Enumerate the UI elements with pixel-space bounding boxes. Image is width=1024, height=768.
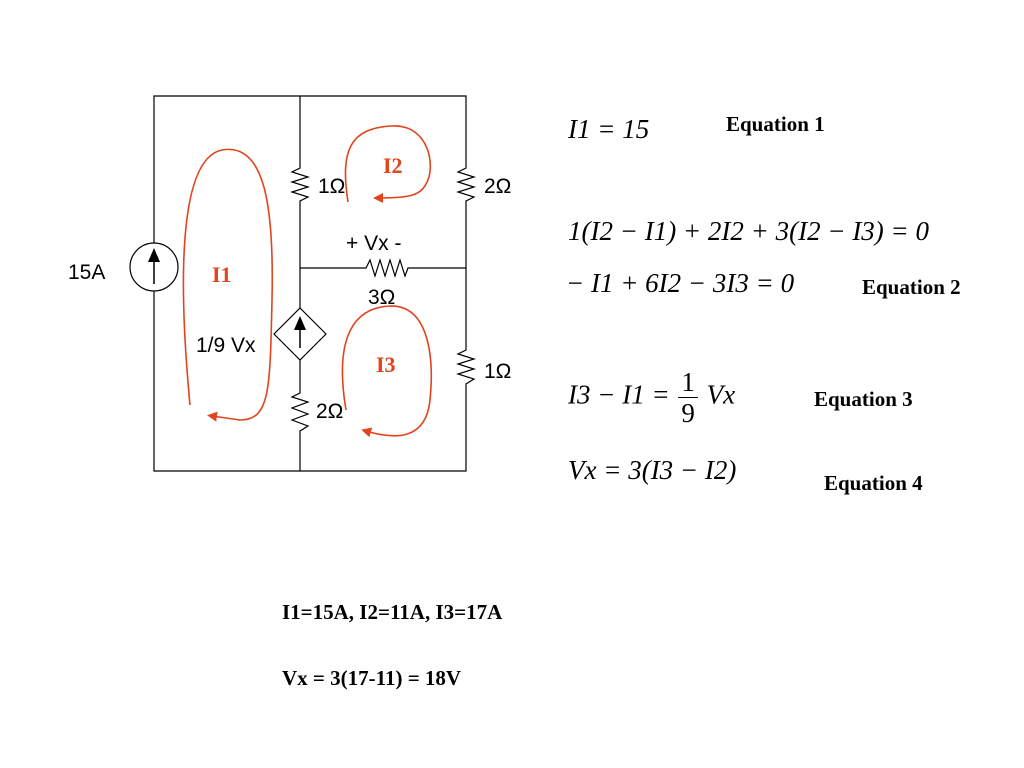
equation-1: I1 = 15: [568, 114, 650, 144]
fraction-denominator: 9: [681, 398, 695, 428]
loop-i3-arrow: [341, 305, 433, 438]
resistor-bottom-right: [455, 346, 477, 390]
resistor-top-middle: [289, 164, 311, 208]
resistor-top-middle-label: 1Ω: [318, 175, 345, 198]
current-source-15a: [129, 242, 179, 292]
vx-polarity-label: + Vx -: [346, 232, 401, 255]
equation-3-lhs: I3 − I1 =: [568, 379, 670, 410]
circuit-wires: [153, 95, 467, 472]
dependent-current-source: [273, 307, 327, 361]
resistor-top-right: [455, 164, 477, 208]
equation-3: I3 − I1 = 1 9 Vx: [568, 367, 735, 428]
resistor-middle-label: 3Ω: [368, 286, 395, 309]
resistor-bottom-middle-label: 2Ω: [316, 400, 343, 423]
equation-3-label: Equation 3: [814, 387, 913, 411]
equation-2-line-1: 1(I2 − I1) + 2I2 + 3(I2 − I3) = 0: [568, 216, 930, 246]
loop-i2-label: I2: [383, 153, 403, 178]
equation-4-label: Equation 4: [824, 471, 923, 495]
resistor-middle: [362, 257, 412, 279]
equation-1-label: Equation 1: [726, 112, 825, 136]
equation-3-rhs: Vx: [706, 379, 736, 410]
fraction: 1 9: [678, 367, 698, 428]
resistor-top-right-label: 2Ω: [484, 175, 511, 198]
resistor-bottom-right-label: 1Ω: [484, 360, 511, 383]
source-label: 15A: [68, 261, 105, 284]
dependent-source-label: 1/9 Vx: [196, 334, 256, 357]
loop-i1-arrow: [182, 148, 274, 422]
result-vx: Vx = 3(17-11) = 18V: [282, 666, 462, 690]
loop-i1-label: I1: [212, 262, 232, 287]
loop-i2-arrow: [344, 125, 432, 203]
fraction-numerator: 1: [678, 367, 698, 398]
equation-2-label: Equation 2: [862, 275, 961, 299]
equation-4: Vx = 3(I3 − I2): [568, 455, 737, 485]
loop-i3-label: I3: [376, 352, 396, 377]
resistor-bottom-middle: [290, 388, 310, 438]
equation-2-line-2: − I1 + 6I2 − 3I3 = 0: [566, 268, 795, 298]
result-currents: I1=15A, I2=11A, I3=17A: [282, 600, 503, 624]
